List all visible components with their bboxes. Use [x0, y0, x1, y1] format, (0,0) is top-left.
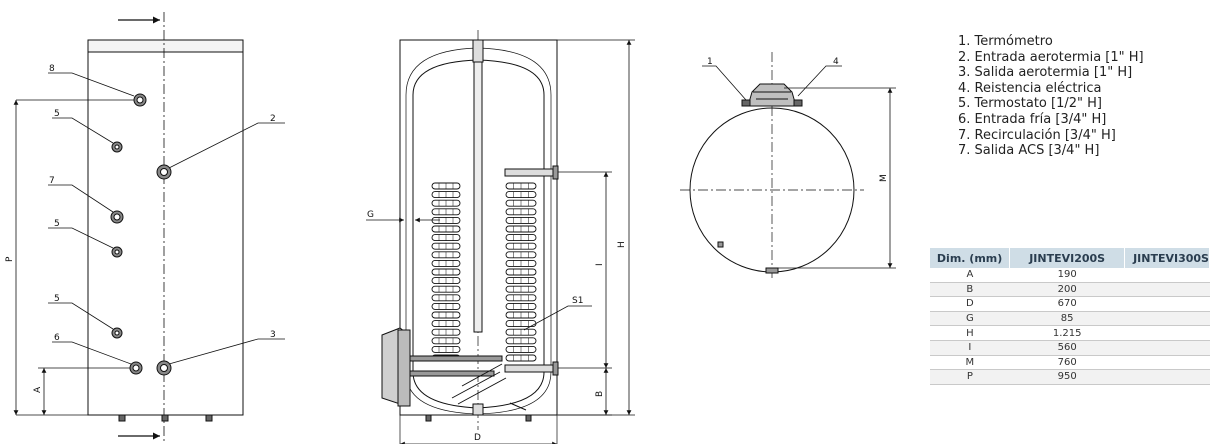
legend-item: 1. Termómetro: [958, 34, 1053, 49]
legend-item: 7. Recirculación [3/4" H]: [958, 127, 1116, 143]
legend-item: 5. Termostato [1/2" H]: [958, 96, 1102, 112]
heat-exchanger-coil: [431, 182, 537, 362]
dim-a-label: A: [33, 386, 43, 393]
table-header-row: Dim. (mm) JINTEVI200S JINTEVI300S: [930, 248, 1210, 268]
dim-d-label: D: [474, 433, 481, 443]
technical-sheet: 8 5 2 7 5 5 6 3 P A: [5, 12, 1210, 444]
dim-m-label: M: [879, 174, 889, 182]
callout-5a: 5: [54, 109, 60, 119]
legend: 1. Termómetro 2. Entrada aerotermia [1" …: [958, 34, 1144, 159]
callout-5b: 5: [54, 219, 60, 229]
callout-3: 3: [270, 330, 276, 340]
dim-p-label: P: [5, 256, 15, 262]
dim-b-label: B: [595, 391, 605, 397]
dim-i-label: I: [595, 263, 605, 266]
section-view: [366, 30, 635, 444]
callout-7: 7: [49, 176, 55, 186]
section-view-labels: G H I S1 B D: [367, 210, 627, 443]
callout-2: 2: [270, 114, 276, 124]
header-model-300: JINTEVI300S: [1124, 248, 1210, 268]
technical-drawing: 8 5 2 7 5 5 6 3 P A: [5, 12, 896, 444]
dim-g-label: G: [367, 210, 374, 220]
callout-6: 6: [54, 333, 60, 343]
top-view: [680, 52, 896, 280]
callout-1: 1: [707, 57, 713, 67]
legend-item: 6. Entrada fría [3/4" H]: [958, 111, 1107, 127]
front-view: [13, 12, 285, 444]
callout-4: 4: [833, 57, 839, 67]
callout-5c: 5: [54, 294, 60, 304]
legend-item: 7. Salida ACS [3/4" H]: [958, 143, 1100, 159]
front-view-labels: 8 5 2 7 5 5 6 3 P A: [5, 64, 276, 393]
legend-item: 4. Reistencia eléctrica: [958, 80, 1102, 96]
header-model-200: JINTEVI200S: [1009, 248, 1126, 268]
legend-item: 3. Salida aerotermia [1" H]: [958, 65, 1133, 81]
top-view-labels: 1 4 M: [707, 57, 889, 182]
callout-8: 8: [49, 64, 55, 74]
header-dim: Dim. (mm): [930, 248, 1011, 268]
legend-item: 2. Entrada aerotermia [1" H]: [958, 49, 1144, 65]
dim-h-label: H: [617, 241, 627, 248]
s1-label: S1: [572, 296, 583, 306]
